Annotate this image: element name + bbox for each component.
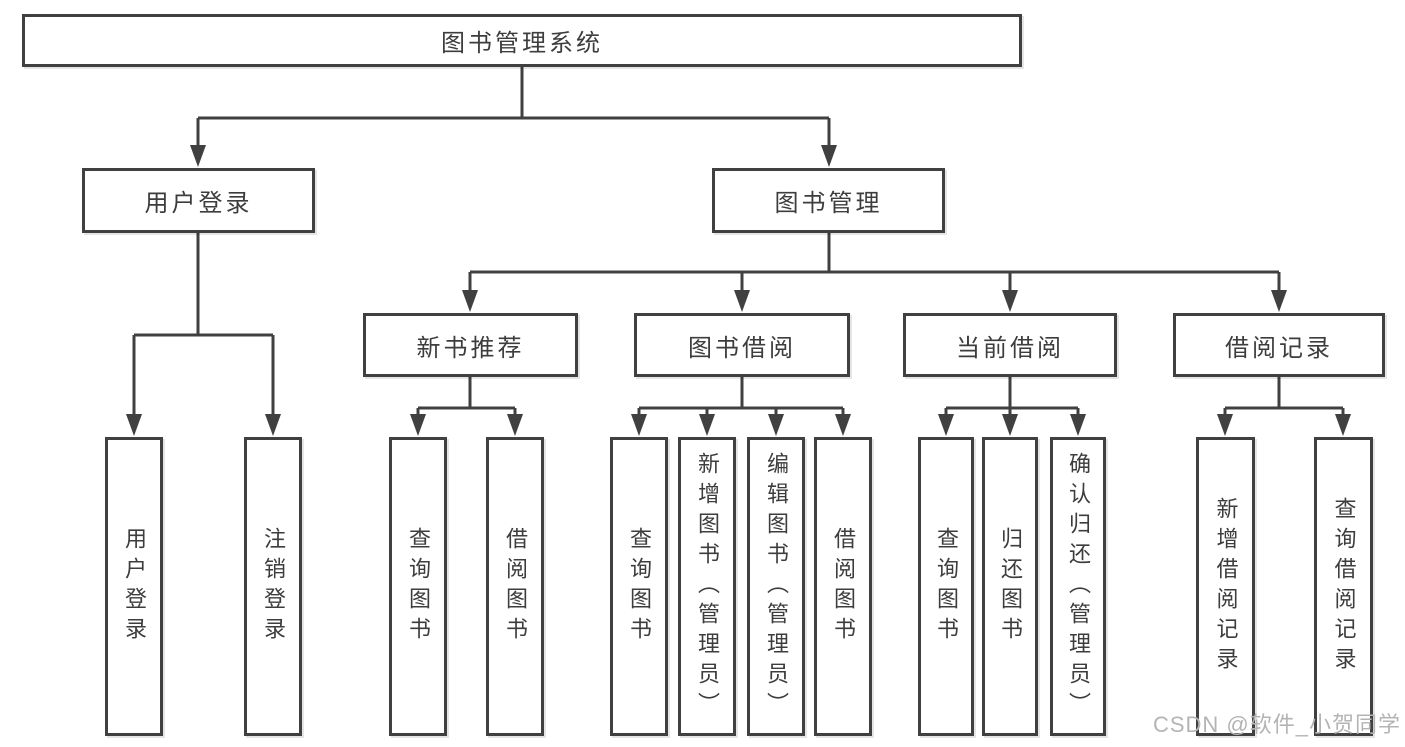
leaf-return-book: 归还图书 xyxy=(982,437,1038,736)
node-label: 查询图书 xyxy=(934,526,959,647)
leaf-user-login: 用户登录 xyxy=(105,437,163,736)
node-label: 注销登录 xyxy=(261,526,286,647)
node-user-login: 用户登录 xyxy=(82,168,315,233)
csdn-watermark: CSDN @软件_小贺同学 xyxy=(1152,712,1401,737)
node-label: 编辑图书（管理员） xyxy=(764,451,789,722)
node-label: 当前借阅 xyxy=(956,334,1064,362)
leaf-add-borrow-record: 新增借阅记录 xyxy=(1196,437,1255,736)
node-borrowing-records: 借阅记录 xyxy=(1173,313,1385,377)
node-label: 借阅记录 xyxy=(1225,334,1333,362)
leaf-borrow-books-recommend: 借阅图书 xyxy=(486,437,544,736)
node-book-management: 图书管理 xyxy=(712,168,945,233)
node-label: 用户登录 xyxy=(144,190,253,217)
leaf-borrow-books-borrowing: 借阅图书 xyxy=(814,437,872,736)
node-label: 确认归还（管理员） xyxy=(1066,451,1091,722)
node-label: 图书管理 xyxy=(774,190,883,217)
node-label: 借阅图书 xyxy=(503,526,528,647)
arrow-down-icons xyxy=(126,145,1351,436)
leaf-add-book-admin: 新增图书（管理员） xyxy=(678,437,736,736)
leaf-query-books-recommend: 查询图书 xyxy=(389,437,447,736)
node-label: 新书推荐 xyxy=(416,334,525,362)
node-label: 用户登录 xyxy=(122,526,147,647)
node-label: 查询图书 xyxy=(627,526,652,647)
node-label: 查询借阅记录 xyxy=(1331,496,1357,677)
leaf-query-books-borrowing: 查询图书 xyxy=(610,437,668,736)
leaf-confirm-return-admin: 确认归还（管理员） xyxy=(1050,437,1106,736)
node-root-library-system: 图书管理系统 xyxy=(22,14,1022,67)
node-label: 图书借阅 xyxy=(688,334,796,362)
node-label: 借阅图书 xyxy=(831,526,856,647)
leaf-logout: 注销登录 xyxy=(244,437,302,736)
node-label: 图书管理系统 xyxy=(441,30,603,57)
node-label: 新增图书（管理员） xyxy=(695,451,720,722)
leaf-edit-book-admin: 编辑图书（管理员） xyxy=(747,437,805,736)
leaf-query-books-current: 查询图书 xyxy=(918,437,974,736)
node-current-borrowing: 当前借阅 xyxy=(903,313,1117,377)
leaf-query-borrow-record: 查询借阅记录 xyxy=(1314,437,1373,736)
node-label: 归还图书 xyxy=(998,526,1023,647)
node-label: 查询图书 xyxy=(406,526,431,647)
node-label: 新增借阅记录 xyxy=(1213,496,1239,677)
node-book-borrowing: 图书借阅 xyxy=(634,313,850,377)
node-new-book-recommend: 新书推荐 xyxy=(363,313,578,377)
